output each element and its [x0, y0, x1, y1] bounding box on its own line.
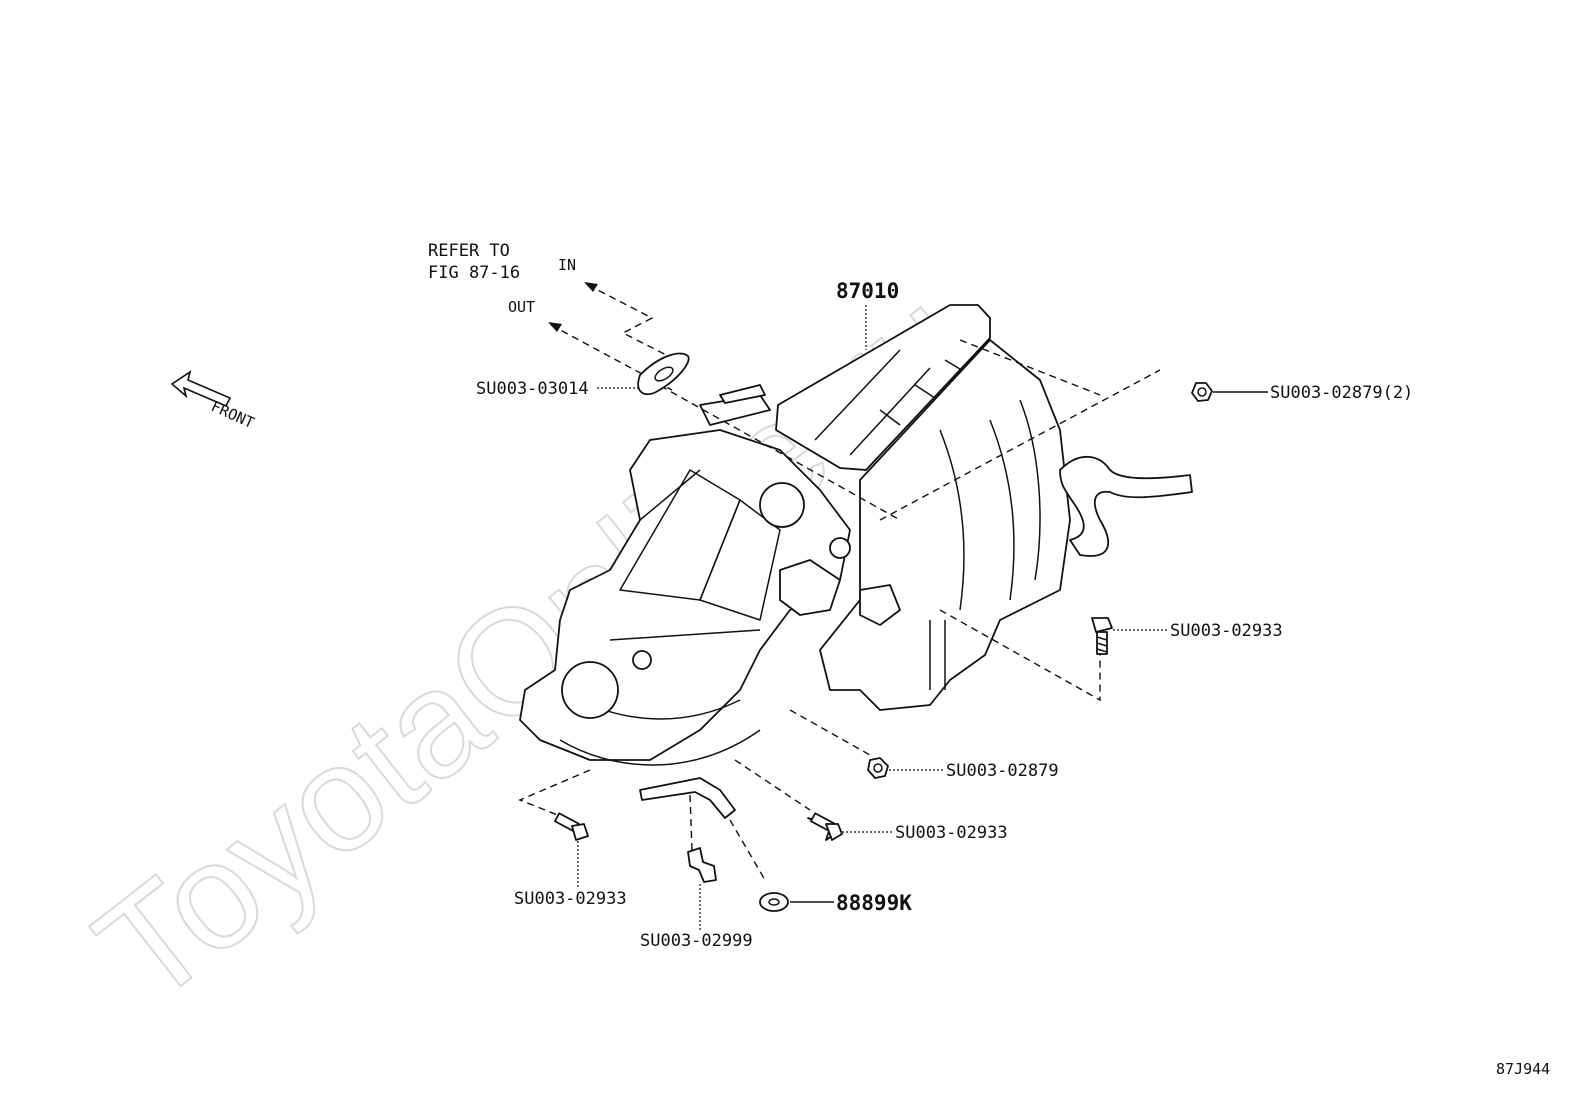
part-label-nut-top-right: SU003-02879(2): [1270, 383, 1413, 403]
nut-icon[interactable]: [867, 757, 889, 779]
part-label-grommet: SU003-03014: [476, 379, 589, 399]
part-label-bolt-left-bottom: SU003-02933: [514, 889, 627, 909]
in-arrow-icon: [584, 282, 691, 368]
part-label-washer: 88899K: [836, 891, 912, 915]
figure-code: 87J944: [1496, 1060, 1550, 1078]
grommet-icon[interactable]: [637, 352, 690, 396]
washer-icon[interactable]: [759, 892, 789, 912]
clip-icon[interactable]: [687, 847, 717, 883]
hvac-unit-drawing: [519, 304, 1193, 819]
front-label: FRONT: [208, 397, 257, 432]
front-arrow-icon: [170, 370, 232, 408]
out-label: OUT: [508, 298, 535, 316]
part-label-nut-center: SU003-02879: [946, 761, 1059, 781]
reference-line-1: REFER TO: [428, 241, 510, 261]
in-label: IN: [558, 256, 576, 274]
bolt-icon[interactable]: [554, 812, 589, 841]
bolt-icon[interactable]: [1091, 617, 1113, 655]
reference-line-2: FIG 87-16: [428, 263, 520, 283]
nut-icon[interactable]: [1191, 382, 1213, 402]
bolt-icon[interactable]: [807, 812, 843, 841]
part-label-87010: 87010: [836, 279, 899, 303]
part-label-bolt-right: SU003-02933: [1170, 621, 1283, 641]
part-label-clip-bottom: SU003-02999: [640, 931, 753, 951]
part-label-bolt-center-bottom: SU003-02933: [895, 823, 1008, 843]
